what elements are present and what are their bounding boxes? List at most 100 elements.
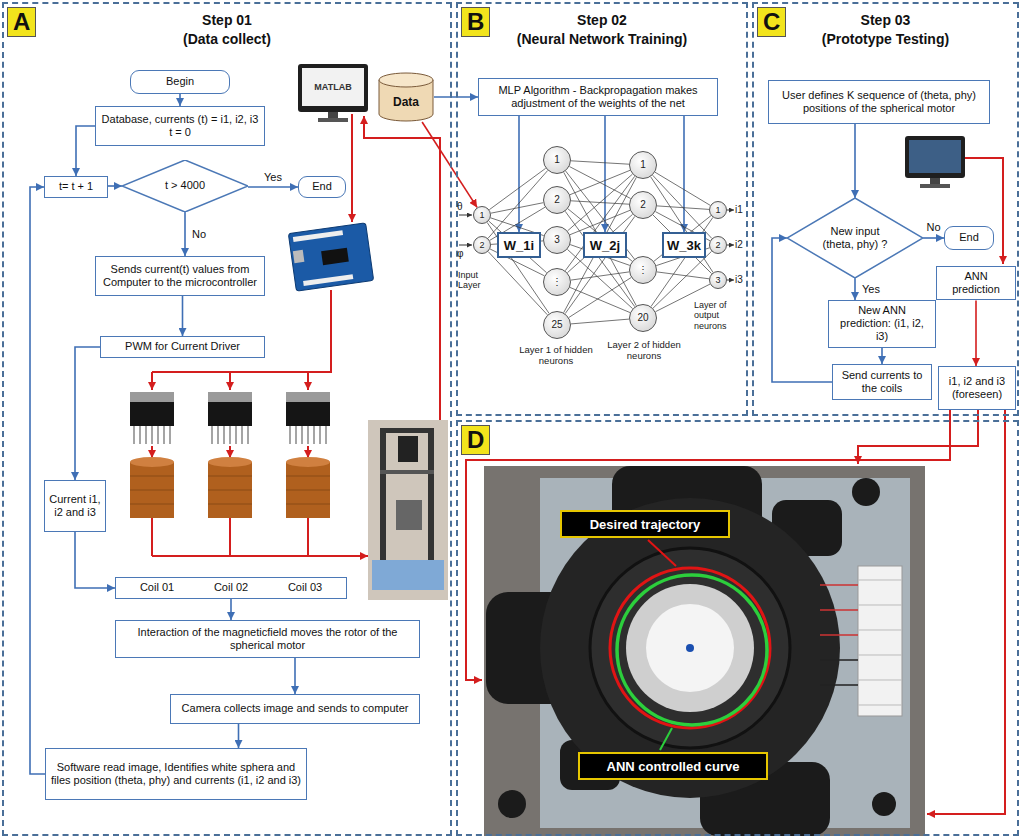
network-io-arrow <box>727 280 734 281</box>
motor-photo <box>852 478 880 506</box>
node-text: W_1i <box>504 238 534 253</box>
layer-label: Layer 1 of hidden neurons <box>513 345 599 367</box>
signal-wire <box>338 555 368 557</box>
microcontroller-board <box>288 223 373 291</box>
coil-box: Coil 01Coil 02Coil 03 <box>115 577 347 599</box>
node-text: End <box>959 231 979 244</box>
coil-picture <box>208 462 252 518</box>
current-driver-chip <box>208 392 252 402</box>
neuron-circle: 2 <box>629 191 657 219</box>
panel-title: (Data collect) <box>38 31 416 47</box>
neuron-circle: 1 <box>629 151 657 179</box>
motor-photo <box>498 790 526 818</box>
prototype-photo <box>380 428 386 568</box>
screen-label: MATLAB <box>302 82 364 92</box>
neuron-link <box>488 171 548 239</box>
node-text: 2 <box>479 241 484 250</box>
current-driver-chip <box>290 426 326 444</box>
panel-title: Step 03 <box>788 12 983 28</box>
node-text: 3 <box>715 276 720 285</box>
prototype-photo <box>372 560 444 590</box>
coil-picture <box>130 476 174 504</box>
flow-arrow <box>518 116 520 232</box>
diamond-outline <box>787 198 923 278</box>
trajectory-curve <box>617 575 767 725</box>
motor-photo <box>872 792 896 816</box>
process-box: PWM for Current Driver <box>100 336 265 358</box>
microcontroller-board <box>303 274 353 286</box>
neuron-circle: 1 <box>709 201 727 219</box>
network-io-arrow <box>459 245 472 246</box>
computer-monitor <box>930 178 940 184</box>
node-text: W_2j <box>590 238 620 253</box>
node-text: 1 <box>640 160 646 170</box>
node-text: t= t + 1 <box>59 180 93 193</box>
output-label: i3 <box>735 274 743 286</box>
neuron-link <box>651 177 714 273</box>
motor-photo <box>484 466 925 836</box>
computer-monitor <box>302 68 364 106</box>
step-panel: DDesired trajectoryANN controlled curve <box>456 420 1019 836</box>
neuron-link <box>489 221 547 273</box>
neuron-circle: 1 <box>543 146 571 174</box>
weight-box: W_2j <box>583 232 627 258</box>
process-box: New ANN prediction: (i1, i2, i3) <box>828 300 936 348</box>
neuron-circle: ⋮ <box>629 256 657 284</box>
node-text: Coil 03 <box>288 581 322 594</box>
neuron-link <box>653 215 712 274</box>
flow-arrow <box>30 187 45 774</box>
signal-wire <box>927 410 1005 814</box>
coil-picture <box>286 462 330 518</box>
weight-box: W_3k <box>662 232 706 258</box>
neuron-link <box>487 222 549 313</box>
flow-arrow <box>881 348 883 364</box>
flow-arrow <box>294 658 296 694</box>
process-box: Send currents to the coils <box>832 364 932 400</box>
neuron-link <box>569 167 630 199</box>
neuron-circle: 3 <box>709 271 727 289</box>
neuron-link <box>570 287 630 312</box>
neuron-circle: 1 <box>473 206 491 224</box>
output-label: i2 <box>735 239 743 251</box>
flow-arrow <box>604 116 606 232</box>
node-text: 1 <box>479 211 484 220</box>
database-cylinder: Data <box>378 72 434 122</box>
edge-label: No <box>925 221 943 234</box>
flow-arrow <box>184 212 186 256</box>
neuron-link <box>657 206 709 210</box>
neuron-circle: ⋮ <box>543 268 571 296</box>
coil-picture <box>130 457 330 518</box>
node-text: i1, i2 and i3 (foreseen) <box>943 375 1011 401</box>
neuron-circle: 3 <box>543 226 571 254</box>
neuron-link <box>569 278 631 318</box>
callout-box: Desired trajectory <box>560 510 730 538</box>
computer-monitor <box>298 64 368 112</box>
coil-picture <box>286 476 330 504</box>
prototype-photo <box>428 428 434 568</box>
process-box: ANN prediction <box>936 266 1016 300</box>
signal-wire <box>307 372 309 390</box>
computer-monitor <box>905 136 965 188</box>
current-driver-chip <box>130 402 174 426</box>
node-text: Coil 02 <box>214 581 248 594</box>
process-box: Software read image, Identifies white sp… <box>45 748 307 800</box>
node-text: Interaction of the magneticfield moves t… <box>120 626 415 652</box>
computer-monitor <box>905 136 965 178</box>
panel-title: (Prototype Testing) <box>788 31 983 47</box>
step-panel: CStep 03(Prototype Testing)User defines … <box>752 2 1019 416</box>
neuron-link <box>653 175 712 238</box>
neuron-circle: 20 <box>629 304 657 332</box>
signal-wire <box>151 372 153 390</box>
microcontroller-board <box>321 248 349 265</box>
computer-monitor <box>909 140 961 173</box>
current-driver-chip <box>130 392 174 402</box>
neuron-link <box>568 209 632 261</box>
node-text: ANN controlled curve <box>607 759 740 774</box>
motor-photo <box>484 466 925 836</box>
node-text: 3 <box>554 235 560 245</box>
flow-arrow <box>179 94 181 106</box>
node-text: ANN prediction <box>941 270 1011 296</box>
motor-photo <box>858 580 902 705</box>
flow-arrow <box>238 724 240 748</box>
